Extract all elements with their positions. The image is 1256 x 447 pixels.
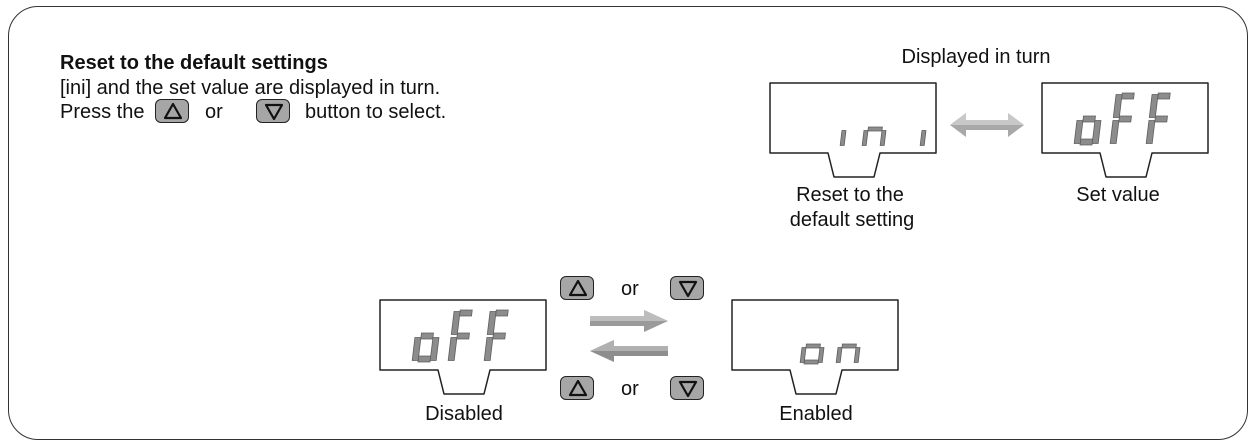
reset-label-line1: Reset to the <box>796 184 904 206</box>
display-segment <box>839 130 847 146</box>
display-segment <box>429 337 440 361</box>
double-arrow-icon <box>950 113 1024 137</box>
disabled-label: Disabled <box>425 403 503 425</box>
display-segment <box>411 337 422 361</box>
down-triangle-icon <box>678 380 698 398</box>
left-arrow-icon <box>590 340 668 362</box>
display-segment <box>879 130 887 146</box>
press-instruction-suffix: button to select. <box>305 101 447 123</box>
enabled-label: Enabled <box>779 403 853 425</box>
display-segment <box>835 347 843 363</box>
displayed-in-turn-caption: Displayed in turn <box>901 46 1051 68</box>
display-segment <box>803 359 819 365</box>
display-segment <box>492 332 506 340</box>
instruction-panel <box>8 6 1248 440</box>
display-segment <box>450 311 461 335</box>
display-segment <box>456 332 470 340</box>
up-button-bottom <box>560 376 594 400</box>
display-segment <box>861 130 869 146</box>
display-segment <box>459 309 473 317</box>
display-segment <box>1145 120 1156 144</box>
display-segment <box>483 337 494 361</box>
or-top: or <box>621 278 639 300</box>
set-value-label: Set value <box>1076 184 1160 206</box>
right-arrow-icon <box>590 310 668 332</box>
down-button-top <box>670 276 704 300</box>
up-button-top <box>560 276 594 300</box>
up-button <box>155 99 189 123</box>
display-segment <box>1112 94 1123 118</box>
display-segment <box>1148 94 1159 118</box>
display-segment <box>1154 115 1168 123</box>
down-button-bottom <box>670 376 704 400</box>
display-segment <box>919 130 927 146</box>
display-segment <box>1082 115 1096 123</box>
up-triangle-icon <box>163 102 183 120</box>
display-segment <box>867 126 883 132</box>
display-segment <box>1157 92 1171 100</box>
press-instruction-prefix: Press the <box>60 101 145 123</box>
down-triangle-icon <box>264 103 284 121</box>
display-segment <box>1091 120 1102 144</box>
display-segment <box>420 332 434 340</box>
up-triangle-icon <box>568 279 588 297</box>
display-segment <box>799 347 807 363</box>
press-instruction-or: or <box>205 101 223 123</box>
display-segment <box>486 311 497 335</box>
display-segment <box>1121 92 1135 100</box>
display-on-enabled <box>731 299 899 395</box>
section-title: Reset to the default settings <box>60 52 328 74</box>
down-button <box>256 99 290 123</box>
display-segment <box>447 337 458 361</box>
display-segment <box>853 347 861 363</box>
display-segment <box>1118 115 1132 123</box>
display-segment <box>817 347 825 363</box>
display-off-top <box>1041 82 1209 178</box>
display-segment <box>495 309 509 317</box>
display-segment <box>1073 120 1084 144</box>
description-line: [ini] and the set value are displayed in… <box>60 77 441 99</box>
display-ini <box>769 82 937 178</box>
up-triangle-icon <box>568 379 588 397</box>
display-segment <box>1109 120 1120 144</box>
down-triangle-icon <box>678 280 698 298</box>
display-segment <box>841 343 857 349</box>
display-off-disabled <box>379 299 547 395</box>
or-bottom: or <box>621 378 639 400</box>
display-segment <box>1079 138 1094 146</box>
reset-label-line2: default setting <box>789 209 915 231</box>
display-segment <box>805 343 821 349</box>
display-segment <box>417 355 432 363</box>
